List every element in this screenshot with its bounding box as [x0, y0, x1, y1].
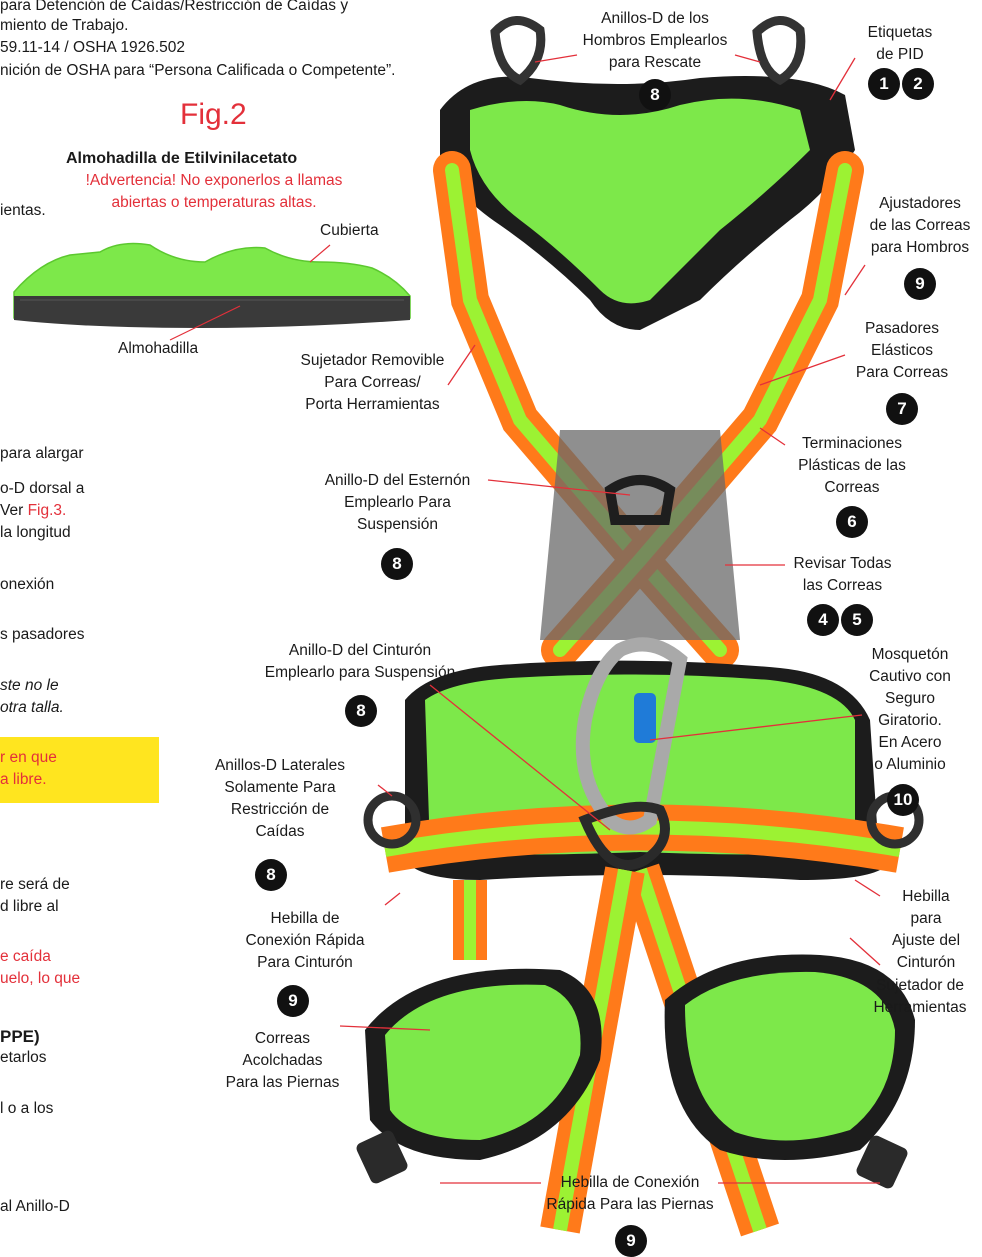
- fig3-link[interactable]: Fig.3.: [28, 502, 67, 519]
- header-line-4: nición de OSHA para “Persona Calificada …: [0, 60, 395, 82]
- fig2-label: Fig.2: [180, 98, 247, 132]
- badge-6: 6: [836, 506, 868, 538]
- fragment-19: al Anillo-D: [0, 1196, 70, 1218]
- fragment-tools: ientas.: [0, 200, 46, 222]
- badge-9-leg: 9: [615, 1225, 647, 1257]
- fragment-7: s pasadores: [0, 624, 84, 646]
- pad-label: Almohadilla: [118, 338, 198, 360]
- fragment-5: la longitud: [0, 522, 71, 544]
- fragment-11: a libre.: [0, 769, 47, 791]
- fragment-2: para alargar: [0, 443, 84, 465]
- fig2-warning-2: abiertas o temperaturas altas.: [66, 192, 362, 214]
- header-line-2: miento de Trabajo.: [0, 15, 128, 37]
- fig2-warning-1: !Advertencia! No exponerlos a llamas: [66, 170, 362, 192]
- fragment-4: Ver Fig.3.: [0, 500, 66, 522]
- badge-9-belt: 9: [277, 985, 309, 1017]
- fragment-18: l o a los: [0, 1098, 53, 1120]
- fragment-15: uelo, lo que: [0, 968, 80, 990]
- fragment-14: e caída: [0, 946, 51, 968]
- fragment-17: etarlos: [0, 1047, 47, 1069]
- badge-10: 10: [887, 784, 919, 816]
- header-line-3: 59.11-14 / OSHA 1926.502: [0, 37, 185, 59]
- fragment-10: r en que: [0, 747, 57, 769]
- badge-7: 7: [886, 393, 918, 425]
- badge-8-shoulder: 8: [639, 79, 671, 111]
- badge-5: 5: [841, 604, 873, 636]
- fragment-9: otra talla.: [0, 697, 64, 719]
- fragment-8: ste no le: [0, 675, 59, 697]
- badge-9-shoulder: 9: [904, 268, 936, 300]
- fragment-6: onexión: [0, 574, 54, 596]
- fig2-title: Almohadilla de Etilvinilacetato: [66, 148, 297, 170]
- badge-2: 2: [902, 68, 934, 100]
- badge-1: 1: [868, 68, 900, 100]
- fragment-3: o-D dorsal a: [0, 478, 84, 500]
- fragment-16: PPE): [0, 1026, 40, 1048]
- eva-pad-image: [14, 244, 410, 328]
- badge-8-sternum: 8: [381, 548, 413, 580]
- fragment-12: re será de: [0, 874, 70, 896]
- badge-8-side: 8: [255, 859, 287, 891]
- badge-4: 4: [807, 604, 839, 636]
- fragment-13: d libre al: [0, 896, 59, 918]
- cover-label: Cubierta: [320, 220, 379, 242]
- badge-8-belt: 8: [345, 695, 377, 727]
